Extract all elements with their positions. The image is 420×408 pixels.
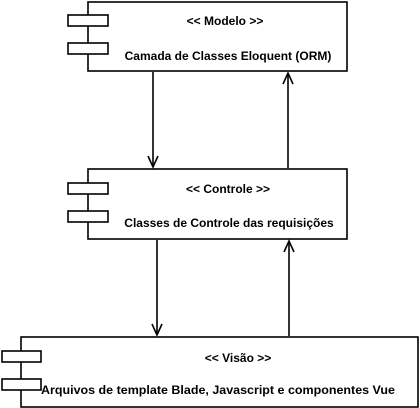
component-visao-tab-top: [1, 350, 42, 363]
component-controle-body: [87, 168, 348, 240]
component-controle: << Controle >> Classes de Controle das r…: [67, 168, 348, 240]
arrow-modelo-to-controle: [147, 72, 159, 169]
component-controle-stereotype: << Controle >>: [186, 182, 270, 196]
component-modelo-body: [87, 1, 348, 72]
component-visao-tab-bottom: [1, 378, 42, 391]
component-controle-tab-bottom: [67, 210, 109, 223]
arrow-controle-to-visao: [151, 240, 163, 337]
component-visao: << Visão >> Arquivos de template Blade, …: [1, 336, 419, 408]
connections: [147, 71, 295, 337]
component-modelo-description: Camada de Classes Eloquent (ORM): [125, 49, 332, 63]
component-modelo-tab-top: [67, 14, 109, 27]
component-controle-tab-top: [67, 182, 109, 195]
component-modelo-tab-bottom: [67, 42, 109, 55]
component-visao-description: Arquivos de template Blade, Javascript e…: [41, 383, 395, 397]
arrow-controle-to-modelo: [282, 71, 294, 168]
component-visao-stereotype: << Visão >>: [205, 351, 272, 365]
component-modelo: << Modelo >> Camada de Classes Eloquent …: [67, 1, 348, 72]
component-controle-description: Classes de Controle das requisições: [124, 216, 334, 230]
component-modelo-stereotype: << Modelo >>: [187, 14, 264, 28]
component-visao-body: [20, 336, 419, 408]
arrow-visao-to-controle: [283, 239, 295, 336]
